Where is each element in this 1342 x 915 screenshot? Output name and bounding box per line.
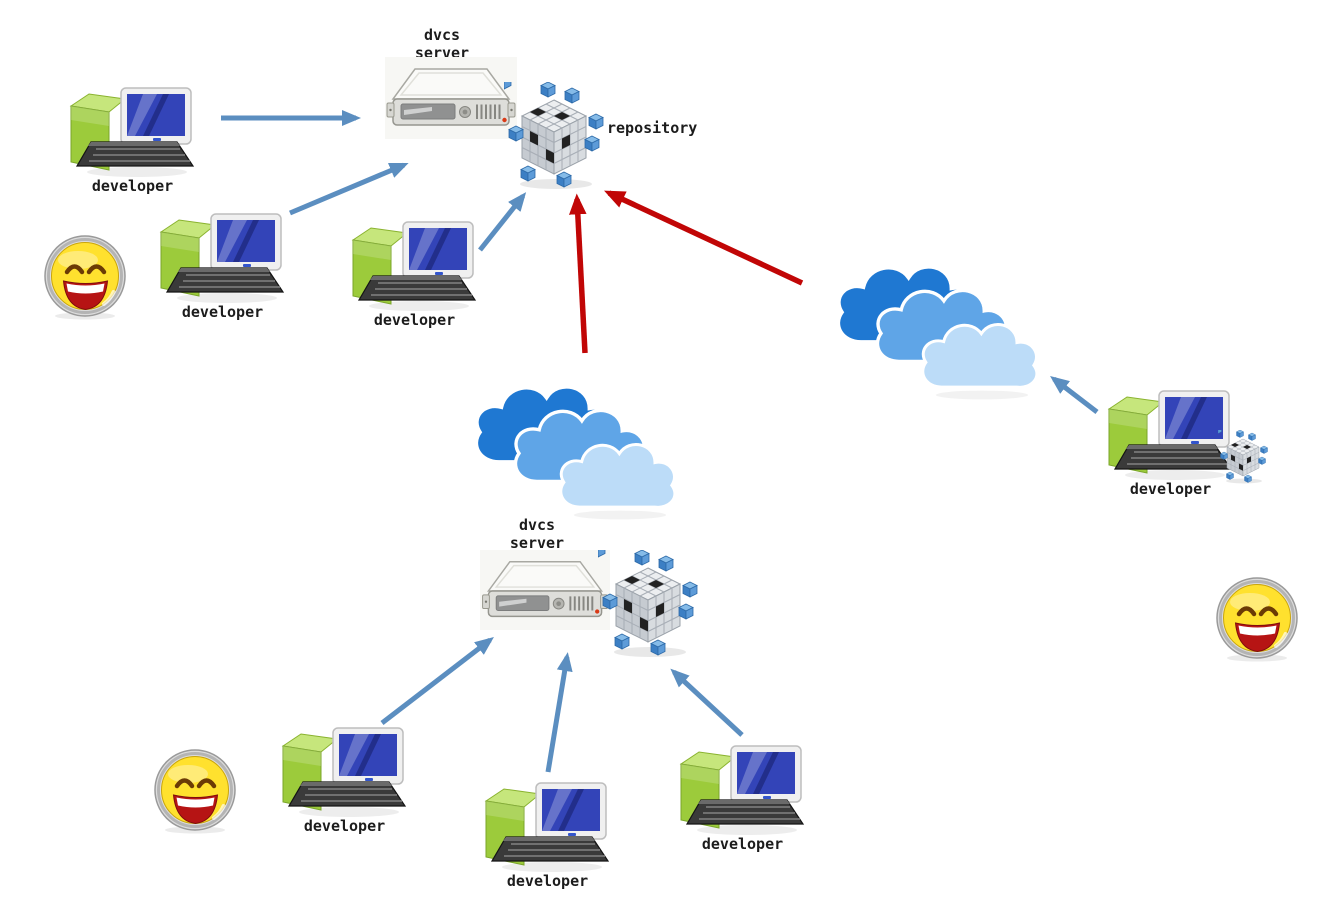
repository-cube-icon	[598, 550, 702, 660]
developer-node-bottom-right: developer	[670, 740, 815, 852]
arrow-developer-bottom-right-to-repository-bottom	[670, 668, 744, 737]
developer-label: developer	[1129, 480, 1212, 498]
arrow-developer-right-to-cloud-right	[1050, 375, 1099, 414]
repository-top	[504, 82, 608, 196]
developer-computer-icon	[63, 82, 203, 178]
server-icon	[385, 57, 517, 139]
dvcs-server-bottom-label-line1: dvcs	[518, 516, 556, 534]
developer-label: developer	[701, 835, 784, 853]
dvcs-server-top-label-line1: dvcs	[423, 26, 461, 44]
developer-computer-icon	[153, 208, 293, 304]
smiley-icon	[1214, 576, 1300, 662]
smiley-icon	[42, 234, 128, 320]
arrow-cloud-right-to-repository-top	[604, 190, 804, 286]
developer-label: developer	[373, 311, 456, 329]
dvcs-server-bottom-label: dvcs server	[472, 516, 602, 552]
smiley-right	[1214, 576, 1300, 666]
developer-node-upper-left: developer	[150, 208, 295, 320]
dvcs-server-bottom	[480, 550, 610, 630]
dvcs-server-top	[385, 57, 517, 139]
developer-node-right: developer	[1098, 385, 1243, 497]
repository-local-copy	[1218, 430, 1270, 489]
arrow-cloud-center-to-repository-top	[569, 193, 588, 354]
cloud-icon	[466, 372, 676, 522]
developer-computer-icon	[673, 740, 813, 836]
smiley-bottom-left	[152, 748, 238, 838]
repository-bottom	[598, 550, 702, 664]
developer-node-top-left: developer	[60, 82, 205, 194]
arrow-developer-bottom-left-to-server-bottom	[380, 636, 494, 725]
arrow-developer-bottom-mid-to-server-bottom	[545, 652, 573, 773]
repository-cube-icon	[504, 82, 608, 192]
developer-computer-icon	[345, 216, 485, 312]
developer-node-bottom-left: developer	[272, 722, 417, 834]
server-icon	[480, 550, 610, 630]
smiley-upper-left	[42, 234, 128, 324]
developer-label: developer	[303, 817, 386, 835]
developer-label: developer	[506, 872, 589, 890]
developer-computer-icon	[275, 722, 415, 818]
cloud-center	[466, 372, 676, 526]
arrow-developer-upper-left-to-server-top	[289, 162, 409, 216]
developer-node-upper-mid: developer	[342, 216, 487, 328]
developer-label: developer	[181, 303, 264, 321]
dvcs-server-bottom-label-line2: server	[509, 534, 565, 552]
developer-computer-icon	[478, 777, 618, 873]
repository-label: repository	[607, 119, 698, 137]
developer-node-bottom-mid: developer	[475, 777, 620, 889]
cloud-right	[828, 252, 1038, 406]
repository-cube-icon	[1218, 430, 1270, 485]
cloud-icon	[828, 252, 1038, 402]
developer-label: developer	[91, 177, 174, 195]
smiley-icon	[152, 748, 238, 834]
